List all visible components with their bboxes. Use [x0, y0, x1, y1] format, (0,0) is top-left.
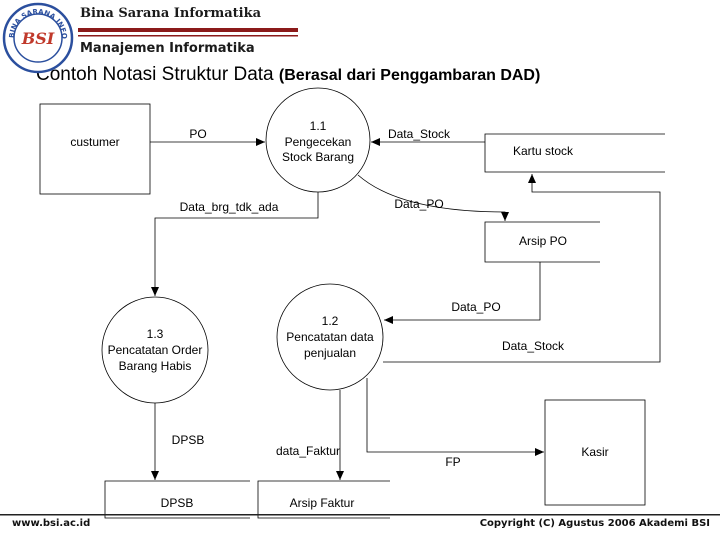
- flow-dpsb-label: DPSB: [172, 433, 205, 447]
- org-name: Bina Sarana Informatika: [80, 6, 262, 21]
- slide-title: Contoh Notasi Struktur Data (Berasal dar…: [36, 64, 540, 86]
- process-1-1-line1: Pengecekan: [285, 135, 352, 149]
- header-rule-top: [78, 28, 298, 32]
- store-dpsb-label: DPSB: [161, 496, 194, 510]
- process-1-2: [276, 283, 384, 391]
- title-main: Contoh Notasi Struktur Data: [36, 64, 274, 85]
- process-1-3-line1: Pencatatan Order: [108, 343, 203, 357]
- process-1-2-line1: Pencatatan data: [286, 330, 374, 344]
- flow-data-stock-out: [383, 174, 661, 363]
- flow-data-stock-in-label: Data_Stock: [388, 127, 451, 141]
- flow-data-brg-tdk-ada-label: Data_brg_tdk_ada: [180, 200, 279, 214]
- process-1-1-number: 1.1: [310, 119, 327, 133]
- process-1-3-number: 1.3: [147, 327, 164, 341]
- process-1-2-line2: penjualan: [304, 346, 356, 360]
- flow-po-label: PO: [189, 127, 206, 141]
- flow-fp-label: FP: [445, 455, 460, 469]
- store-kartu-stock-label: Kartu stock: [513, 144, 574, 158]
- dept-name: Manajemen Informatika: [80, 41, 255, 56]
- store-arsip-po-label: Arsip PO: [519, 234, 567, 248]
- flow-data-po-in-label: Data_PO: [451, 300, 500, 314]
- flow-data-po-out: [357, 174, 509, 221]
- store-arsip-po: [484, 221, 600, 263]
- header-rule-bottom: [78, 35, 298, 37]
- entity-kasir-label: Kasir: [581, 445, 608, 459]
- footer-copyright: Copyright (C) Agustus 2006 Akademi BSI: [479, 518, 710, 529]
- store-kartu-stock: [484, 133, 665, 173]
- process-1-1-line2: Stock Barang: [282, 150, 354, 164]
- logo-inner-ring: [13, 13, 63, 63]
- footer-rule: [0, 514, 720, 516]
- entity-custumer-label: custumer: [70, 135, 119, 149]
- flow-data-po-out-label: Data_PO: [394, 197, 443, 211]
- title-sub: (Berasal dari Penggambaran DAD): [278, 67, 541, 84]
- flow-data-stock-out-label: Data_Stock: [502, 339, 565, 353]
- bsi-logo: BINA SARANA INFORMATIKA BSI: [0, 0, 74, 74]
- flow-data-brg-tdk-ada: [151, 192, 319, 296]
- entity-kasir: [544, 399, 646, 506]
- flow-fp: [366, 378, 544, 456]
- flow-data-faktur-label: data_Faktur: [276, 444, 340, 458]
- flow-data-po-in: [384, 262, 541, 324]
- footer-website: www.bsi.ac.id: [12, 518, 91, 529]
- logo-mark: BSI: [21, 29, 55, 48]
- store-arsip-faktur-label: Arsip Faktur: [290, 496, 355, 510]
- process-1-3-line2: Barang Habis: [119, 359, 192, 373]
- process-1-2-number: 1.2: [322, 314, 339, 328]
- store-dpsb: [104, 480, 250, 519]
- store-arsip-faktur: [257, 480, 390, 519]
- entity-custumer: [39, 103, 151, 195]
